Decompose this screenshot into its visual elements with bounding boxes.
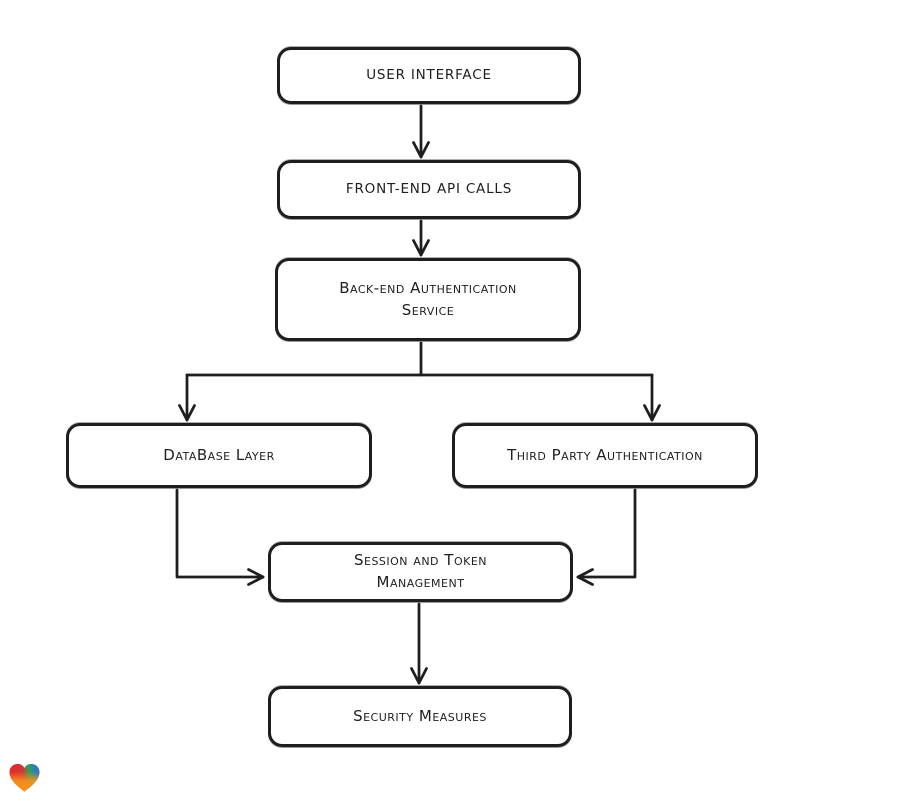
heart-logo-icon bbox=[9, 763, 40, 792]
node-front-end-api-calls[interactable]: FRONT-END API CALLS bbox=[277, 160, 581, 219]
arrow-user-interface-to-front-end bbox=[412, 104, 430, 159]
node-label: DataBase Layer bbox=[163, 445, 275, 464]
node-user-interface[interactable]: USER INTERFACE bbox=[277, 47, 581, 104]
node-label: FRONT-END API CALLS bbox=[345, 180, 513, 197]
node-third-party-authentication[interactable]: Third Party Authentication bbox=[452, 423, 758, 488]
connector-back-end-branch bbox=[178, 341, 661, 422]
node-database-layer[interactable]: DataBase Layer bbox=[66, 423, 372, 488]
node-session-and-token-management[interactable]: Session and Token Management bbox=[268, 542, 573, 602]
node-label: Back-end Authentication Service bbox=[339, 278, 517, 319]
node-label: Security Measures bbox=[353, 706, 487, 725]
node-label: USER INTERFACE bbox=[366, 66, 492, 83]
arrow-front-end-to-back-end bbox=[412, 219, 430, 257]
node-label: Third Party Authentication bbox=[507, 445, 703, 464]
arrow-database-to-session bbox=[175, 488, 265, 586]
node-back-end-authentication-service[interactable]: Back-end Authentication Service bbox=[275, 258, 581, 341]
arrow-session-to-security bbox=[410, 602, 428, 685]
node-label: Session and Token Management bbox=[353, 551, 488, 591]
node-security-measures[interactable]: Security Measures bbox=[268, 686, 572, 747]
arrow-third-party-to-session bbox=[576, 488, 637, 586]
